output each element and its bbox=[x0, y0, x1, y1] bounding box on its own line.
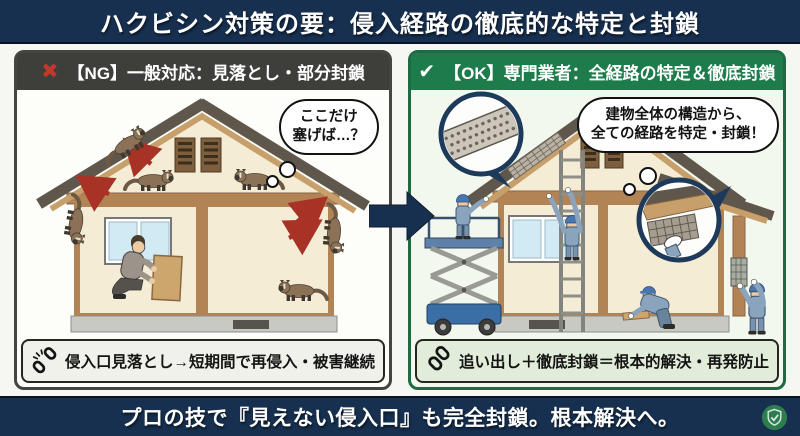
worker-standing-right bbox=[730, 257, 767, 336]
cross-icon: ✖ bbox=[40, 60, 59, 83]
bubble-dot bbox=[623, 183, 636, 196]
worker-on-ladder bbox=[546, 187, 583, 261]
bubble-dot bbox=[266, 175, 279, 188]
ok-scene bbox=[424, 91, 775, 336]
ok-bubble-line2: 全ての経路を特定・封鎖！ bbox=[591, 125, 765, 142]
ok-header-label: 【OK】専門業者：全経路の特定＆徹底封鎖 bbox=[444, 64, 776, 83]
ng-panel-header: ✖ 【NG】一般対応：見落とし・部分封鎖 bbox=[17, 53, 389, 90]
ng-bubble-line2: 塞げば…？ bbox=[292, 127, 366, 144]
footer-text: プロの技で『見えない侵入口』も完全封鎖。根本解決へ。 bbox=[120, 407, 680, 430]
entry-arrow-2 bbox=[75, 175, 117, 212]
ng-header-label: 【NG】一般対応：見落とし・部分封鎖 bbox=[67, 64, 366, 83]
mesh-strip-on-eave bbox=[506, 131, 567, 181]
ok-caption: 追い出し＋徹底封鎖＝根本的解決・再発防止 bbox=[415, 339, 779, 383]
foundation-vent bbox=[529, 320, 565, 329]
chain-icon bbox=[428, 346, 450, 371]
bubble-dot bbox=[279, 161, 296, 178]
broken-chain-icon bbox=[32, 347, 57, 374]
ok-bubble-line1: 建物全体の構造から、 bbox=[605, 107, 751, 123]
magnifier-eave-closeup bbox=[636, 177, 731, 263]
magnifier-mesh-closeup bbox=[438, 91, 524, 188]
gable-vents bbox=[174, 137, 222, 173]
ok-panel-header: ✔ 【OK】専門業者：全経路の特定＆徹底封鎖 bbox=[411, 53, 783, 90]
person-kneeling bbox=[111, 235, 183, 302]
ok-panel: ✔ 【OK】専門業者：全経路の特定＆徹底封鎖 bbox=[408, 50, 786, 390]
ng-caption: 侵入口見落とし→短期間で再侵入・被害継続 bbox=[21, 339, 385, 383]
ng-thought-bubble: ここだけ 塞げば…？ bbox=[278, 99, 379, 155]
entry-arrow-4 bbox=[281, 219, 323, 256]
footer-bar: プロの技で『見えない侵入口』も完全封鎖。根本解決へ。 bbox=[0, 396, 800, 436]
ng-scene bbox=[36, 98, 370, 333]
ng-bubble-line1: ここだけ bbox=[299, 109, 358, 125]
shield-check-icon bbox=[761, 404, 788, 431]
bubble-dot bbox=[639, 167, 657, 185]
wood-board bbox=[151, 254, 183, 302]
foundation bbox=[70, 315, 338, 333]
ok-caption-text: 追い出し＋徹底封鎖＝根本的解決・再発防止 bbox=[458, 354, 769, 371]
check-icon: ✔ bbox=[418, 60, 436, 83]
ng-panel: ✖ 【NG】一般対応：見落とし・部分封鎖 bbox=[14, 50, 392, 390]
foundation-vent bbox=[233, 320, 269, 329]
worker-on-lift bbox=[455, 194, 489, 240]
page-title: ハクビシン対策の要：侵入経路の徹底的な特定と封鎖 bbox=[100, 10, 700, 38]
title-bar: ハクビシン対策の要：侵入経路の徹底的な特定と封鎖 bbox=[0, 0, 800, 44]
transition-arrow-icon bbox=[369, 191, 435, 241]
ng-caption-text: 侵入口見落とし→短期間で再侵入・被害継続 bbox=[64, 354, 375, 371]
scissor-lift bbox=[424, 216, 504, 336]
worker-kneeling bbox=[622, 286, 675, 329]
ok-thought-bubble: 建物全体の構造から、 全ての経路を特定・封鎖！ bbox=[577, 97, 779, 153]
